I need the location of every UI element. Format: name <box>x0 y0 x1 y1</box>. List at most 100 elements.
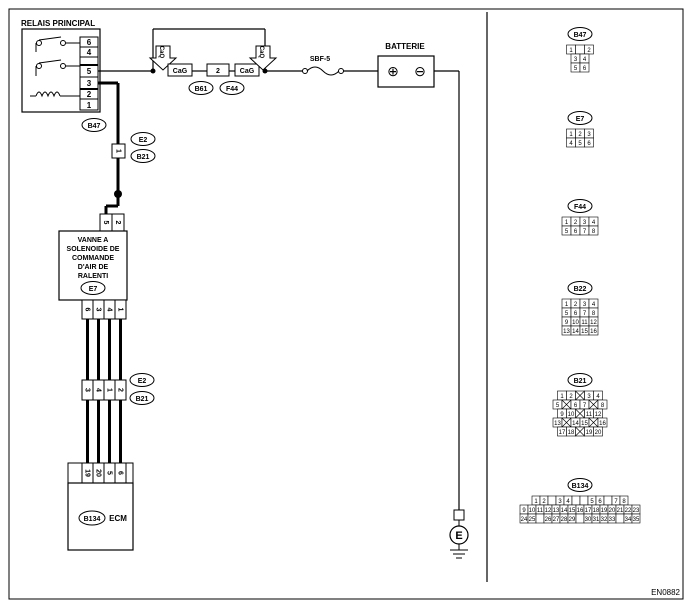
conn-face-pin: 11 <box>586 412 593 418</box>
conn-face-pin: 4 <box>596 394 600 400</box>
conn-face-cell <box>547 495 557 506</box>
conn-tag-text: B21 <box>136 396 149 403</box>
solenoid-pin: 3 <box>95 308 102 312</box>
relay-label: RELAIS PRINCIPAL <box>21 19 95 28</box>
conn-tag-text: B134 <box>84 516 101 523</box>
conn-face-cell <box>588 225 599 236</box>
conn-face-pin: 3 <box>583 220 587 226</box>
conn-face-pin: 1 <box>560 394 564 400</box>
conn-tag-E2 <box>130 132 156 146</box>
ground-symbol: E <box>455 530 462 542</box>
fuse-icon <box>302 68 308 74</box>
conn-face-cell <box>588 325 599 336</box>
conn-face-pin: 12 <box>545 508 552 514</box>
conn-face-pin: 11 <box>537 508 544 514</box>
conn-tag-E2 <box>129 373 155 387</box>
solenoid-pin: 2 <box>114 221 121 225</box>
conn-face-pin: 34 <box>625 517 632 523</box>
ecm-pin: 6 <box>117 471 124 475</box>
relay-pin: 2 <box>87 90 92 99</box>
conn-face-pin: 1 <box>565 302 569 308</box>
battery-label: BATTERIE <box>385 42 425 51</box>
conn-face-pin: 27 <box>553 517 560 523</box>
conn-face-pin: 21 <box>617 508 624 514</box>
conn-face-pin: 1 <box>534 499 538 505</box>
conn-tag-text: F44 <box>226 86 238 93</box>
conn-face-pin: 7 <box>583 403 587 409</box>
conn-face-cell <box>584 137 594 148</box>
conn-face-pin: 5 <box>578 141 582 147</box>
conn-face-pin: 13 <box>563 329 570 335</box>
conn-face-pin: 20 <box>609 508 616 514</box>
conn-face-pin: 14 <box>572 421 579 427</box>
conn-face-pin: 6 <box>583 66 587 72</box>
conn-face-pin: 17 <box>559 430 566 436</box>
conn-face-pin: 4 <box>566 499 570 505</box>
conn-face-id: E7 <box>576 116 585 123</box>
conn-face-pin: 19 <box>586 430 593 436</box>
conn-face-pin: 33 <box>609 517 616 523</box>
conn-face-pin: 2 <box>574 302 578 308</box>
conn-face-pin: 17 <box>585 508 592 514</box>
conn-face-cell <box>535 513 545 524</box>
conn-face-pin: 4 <box>569 141 573 147</box>
conn-tag-text: E2 <box>138 378 147 385</box>
relay-switch-1 <box>35 36 80 52</box>
conn-face-pin: 8 <box>592 229 596 235</box>
relay-pin: 3 <box>87 79 92 88</box>
conn-face-cell <box>575 44 585 55</box>
figure-code: EN0882 <box>651 588 680 597</box>
battery-minus: ⊖ <box>414 63 426 79</box>
conn-face-pin: 9 <box>560 412 564 418</box>
conn-face-cell <box>575 513 585 524</box>
conn-face-cell <box>603 495 613 506</box>
conn-face-pin: 4 <box>583 57 587 63</box>
conn-tag-text: E2 <box>139 137 148 144</box>
relay-pin: 1 <box>87 101 92 110</box>
conn-tag-text: B21 <box>137 154 150 161</box>
cag-label: CaG <box>173 68 188 75</box>
ecm-label: ECM <box>109 514 127 523</box>
caq-arrow-left: CaQ CaG <box>148 45 193 77</box>
solenoid-label: VANNE A <box>78 237 109 244</box>
caq-label: CaQ <box>158 46 164 59</box>
conn-face-pin: 5 <box>565 311 569 317</box>
conn-face-pin: 15 <box>581 329 588 335</box>
conn-tag-F44 <box>219 81 245 95</box>
battery-plus: ⊕ <box>387 63 399 79</box>
ecm-pin: 19 <box>84 469 91 477</box>
jc2-pin: 1 <box>106 388 113 392</box>
conn-face-pin: 18 <box>593 508 600 514</box>
conn-face-tag <box>567 281 593 295</box>
solenoid-label: D'AIR DE <box>78 264 109 271</box>
solenoid-pin: 5 <box>102 221 109 225</box>
conn-face-pin: 3 <box>558 499 562 505</box>
conn-face-pin: 8 <box>592 311 596 317</box>
conn-face-pin: 1 <box>565 220 569 226</box>
conn-tag-B134 <box>78 510 106 526</box>
conn-face-id: B21 <box>574 378 587 385</box>
conn-face-pin: 16 <box>590 329 597 335</box>
conn-face-pin: 8 <box>601 403 605 409</box>
conn-face-pin: 1 <box>569 48 573 54</box>
relay-pins: 6 4 5 3 2 1 <box>79 36 99 111</box>
conn-face-pin: 11 <box>581 320 588 326</box>
conn-tag-B21 <box>129 391 155 405</box>
conn-face-cell <box>579 62 590 73</box>
conn-face-pin: 7 <box>583 229 587 235</box>
conn-tag-B21 <box>130 149 156 163</box>
conn-face-pin: 25 <box>529 517 536 523</box>
conn-face-pin: 6 <box>587 141 591 147</box>
conn-face-pin: 16 <box>577 508 584 514</box>
conn-face-pin: 9 <box>565 320 569 326</box>
conn-face-cell <box>593 426 603 437</box>
caq-label: CaQ <box>258 46 264 59</box>
conn-face-pin: 12 <box>590 320 597 326</box>
relay-pin: 4 <box>87 48 92 57</box>
solenoid-label: RALENTI <box>78 273 108 280</box>
conn-face-pin: 10 <box>572 320 579 326</box>
conn-face-pin: 4 <box>592 220 596 226</box>
conn-face-pin: 26 <box>545 517 552 523</box>
